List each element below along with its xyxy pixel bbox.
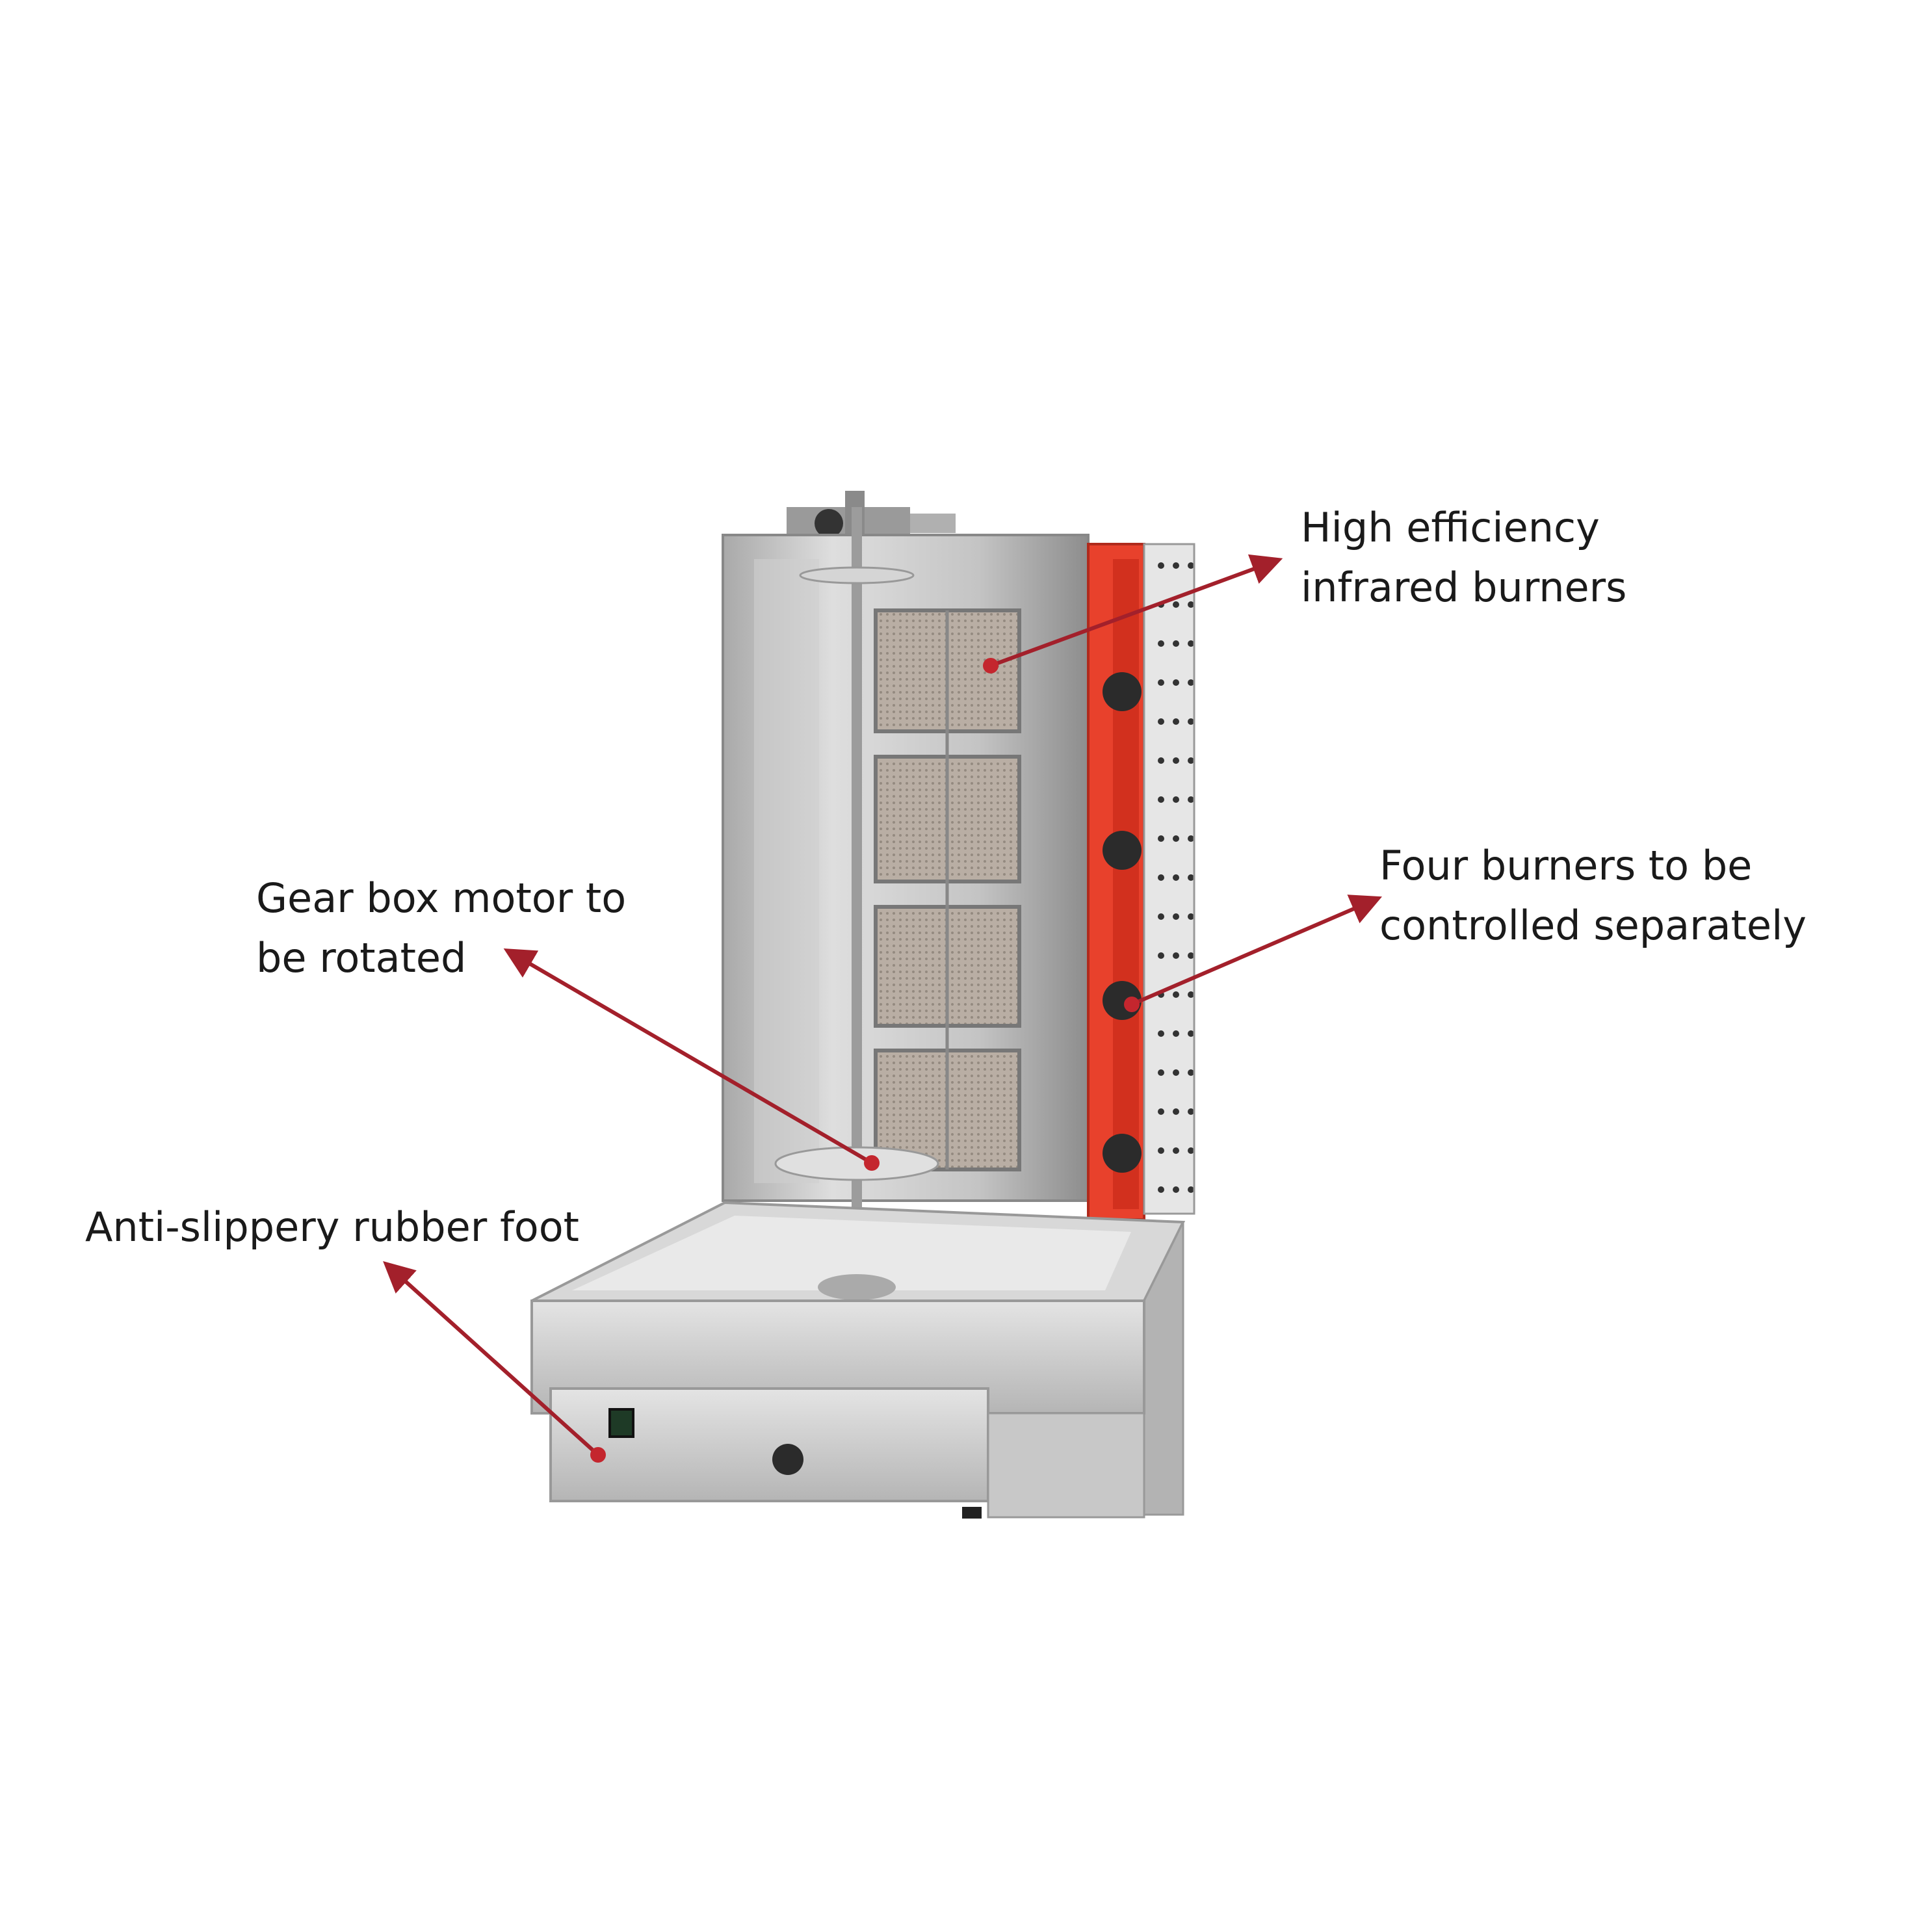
arrow-foot xyxy=(383,1260,600,1457)
callout-line: controlled separately xyxy=(1379,902,1807,949)
rubber-foot xyxy=(962,1507,982,1519)
arrow-burners xyxy=(989,554,1283,668)
callout-line: High efficiency xyxy=(1301,504,1600,551)
rotating-spit xyxy=(774,507,939,1287)
gearbox-motor xyxy=(787,491,956,540)
red-strip-inner xyxy=(1113,559,1139,1209)
back-panel-highlight xyxy=(754,559,819,1183)
drip-tray-base xyxy=(530,1201,1186,1519)
gas-valve-knob xyxy=(772,1444,803,1475)
power-switch xyxy=(608,1408,634,1438)
callout-line: be rotated xyxy=(256,934,467,982)
callout-arrows xyxy=(383,554,1383,1457)
callout-line: Gear box motor to xyxy=(256,874,627,922)
callout-line: infrared burners xyxy=(1301,564,1627,611)
callout-line: Anti-slippery rubber foot xyxy=(85,1203,579,1251)
callout-burners: High efficiency infrared burners xyxy=(1301,498,1626,618)
callout-foot: Anti-slippery rubber foot xyxy=(85,1197,579,1257)
burner-control-knobs xyxy=(1103,672,1142,1173)
arrow-controls xyxy=(1130,894,1383,1006)
arrow-motor xyxy=(503,948,873,1165)
callout-line: Four burners to be xyxy=(1379,842,1753,889)
callout-motor: Gear box motor to be rotated xyxy=(256,868,626,988)
perforated-side-panel xyxy=(1143,543,1195,1215)
callout-controls: Four burners to be controlled separately xyxy=(1379,836,1807,956)
infrared-burners xyxy=(874,608,1021,1171)
callout-dots xyxy=(590,658,1140,1463)
